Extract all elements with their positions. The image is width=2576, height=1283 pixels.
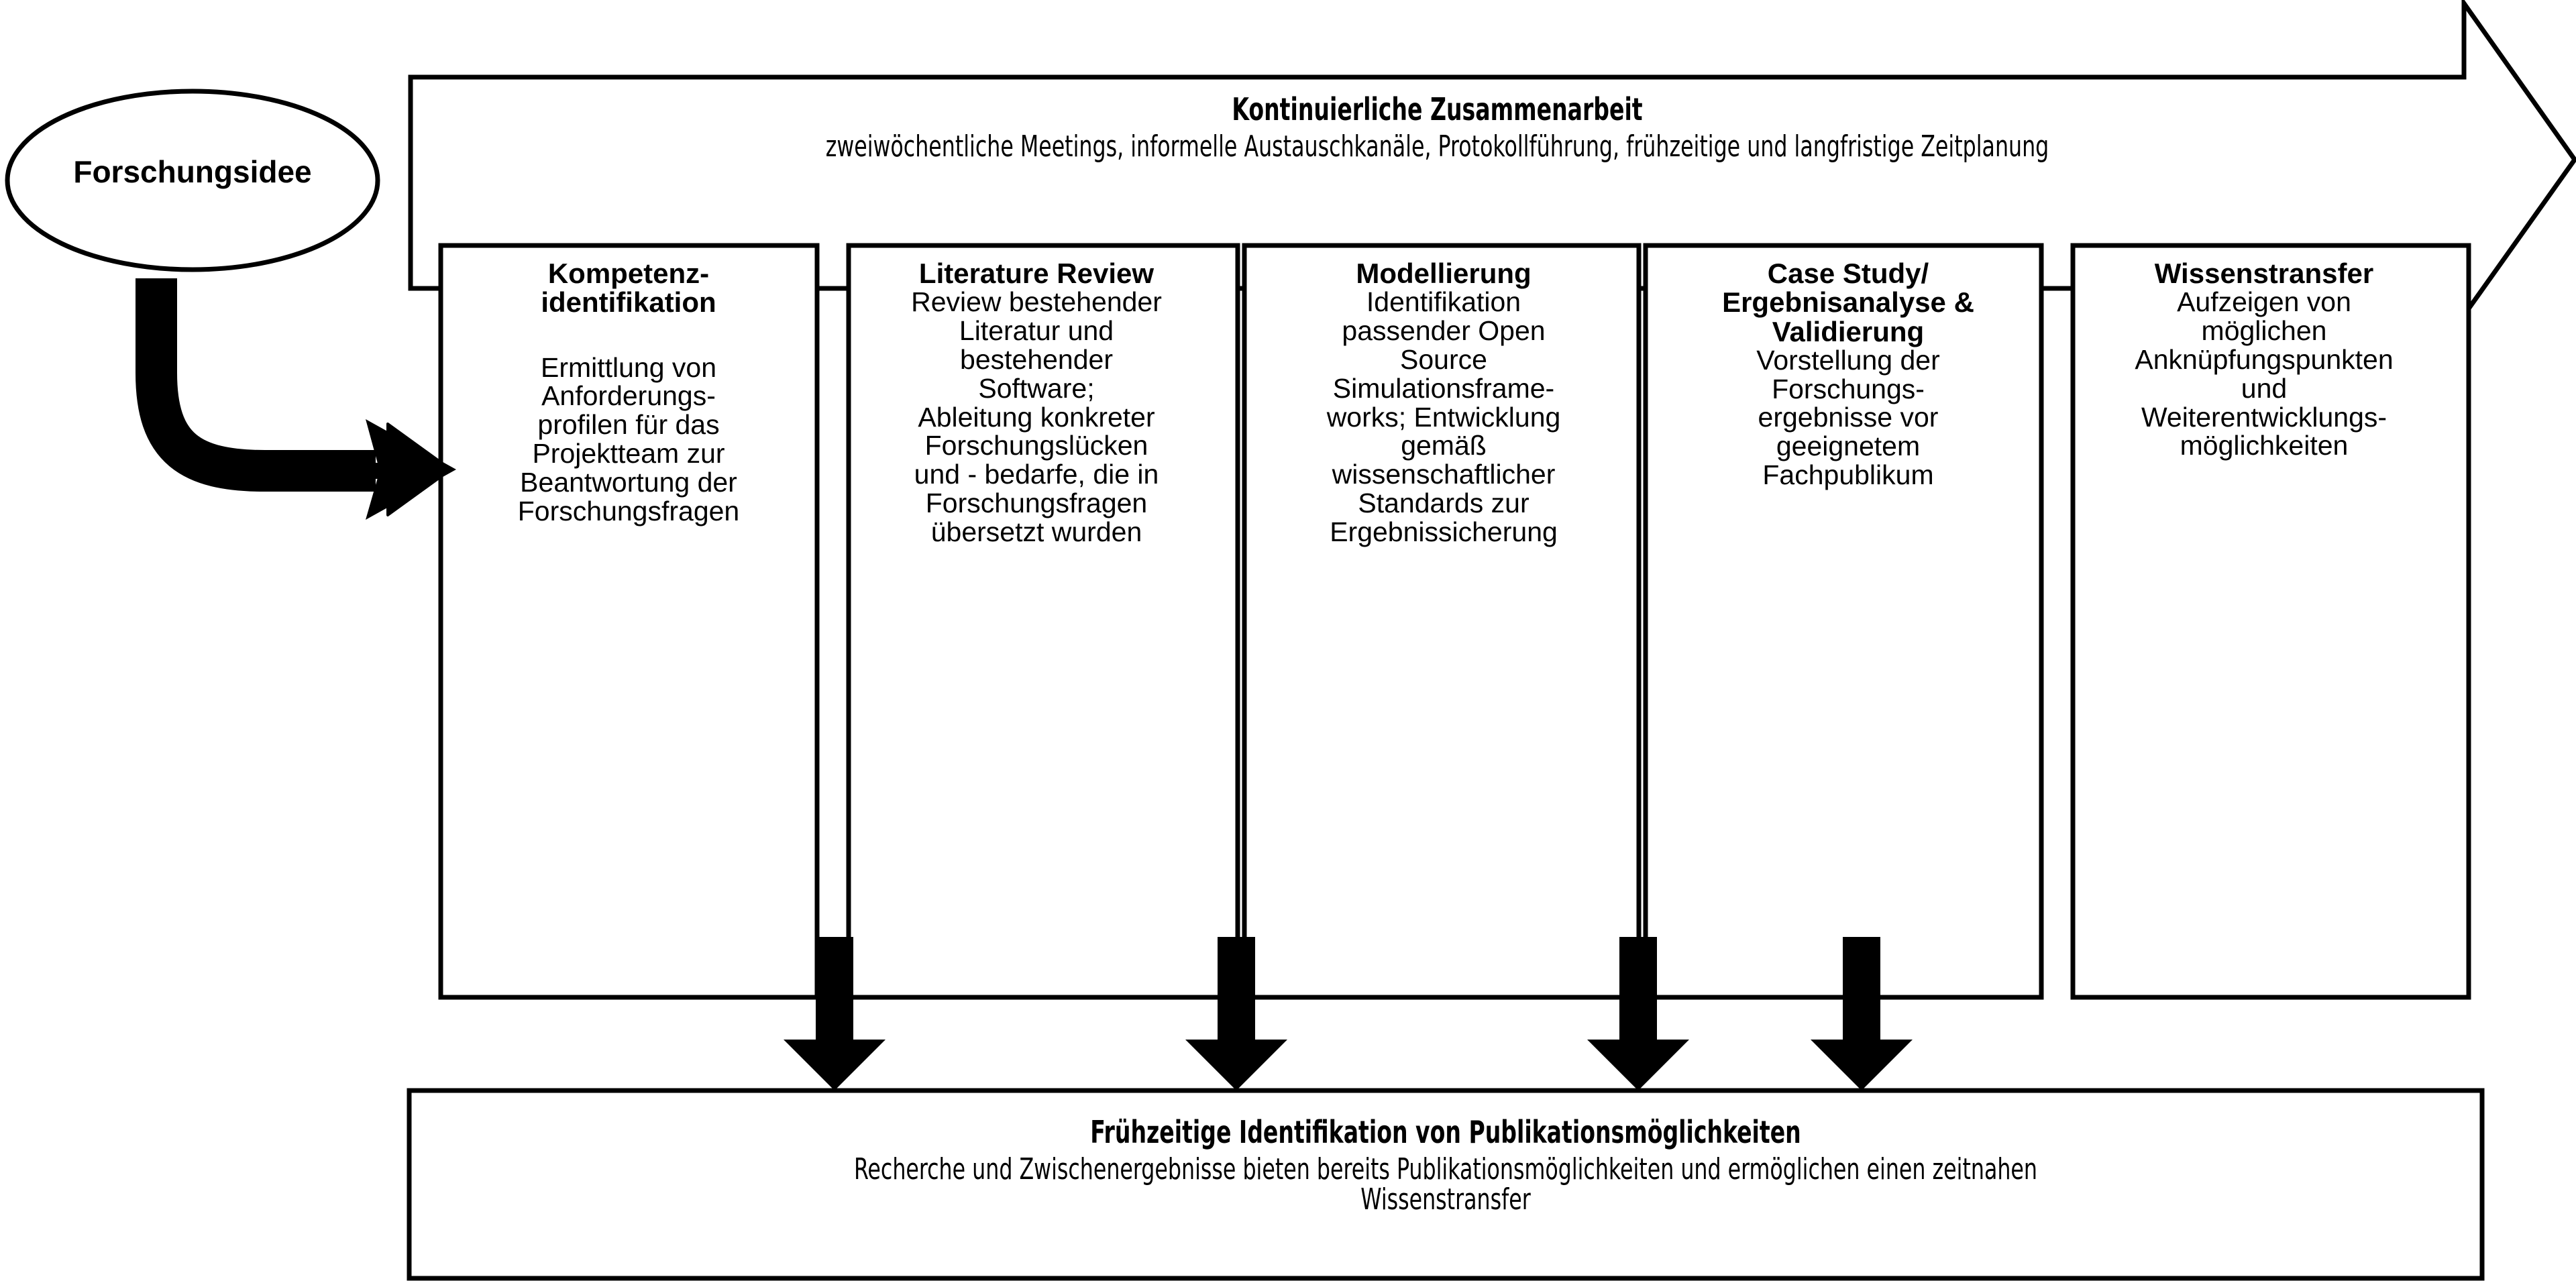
down-arrow-3: [1587, 937, 1689, 1091]
down-arrow-group: [784, 937, 1913, 1091]
stage-5-title: Wissenstransfer: [2154, 258, 2374, 289]
stage-box-1: [438, 243, 820, 1000]
stage-1-title: Kompetenz-identifikation: [541, 258, 716, 319]
down-arrow-2: [1185, 937, 1287, 1091]
stage-box-3: [1242, 243, 1642, 1000]
start-to-stage-arrowhead: [366, 419, 456, 520]
stage-4-title: Case Study/Ergebnisanalyse &Validierung: [1722, 258, 1974, 347]
start-ellipse: [5, 89, 380, 272]
start-node-label: Forschungsidee: [73, 154, 312, 189]
collaboration-banner: Kontinuierliche Zusammenarbeit zweiwöche…: [411, 94, 2464, 162]
down-arrow-1: [784, 937, 885, 1091]
collaboration-banner-title: Kontinuierliche Zusammenarbeit: [1232, 91, 1643, 127]
stage-2-title: Literature Review: [918, 258, 1155, 289]
stage-3-title: Modellierung: [1356, 258, 1532, 289]
publication-note-subtitle: Recherche und Zwischenergebnisse bieten …: [854, 1152, 2037, 1217]
stage-box-5: [2070, 243, 2471, 1000]
publication-note: Frühzeitige Identifikation von Publikati…: [416, 1117, 2475, 1215]
start-to-stage-arrow-body: [136, 278, 376, 492]
stage-box-2: [846, 243, 1240, 1000]
publication-box: [407, 1088, 2485, 1281]
stage-box-4: [1643, 243, 2044, 1000]
stage-4: Case Study/Ergebnisanalyse &Validierung …: [1650, 259, 2046, 490]
publication-note-title: Frühzeitige Identifikation von Publikati…: [1090, 1114, 1801, 1150]
collaboration-banner-subtitle: zweiwöchentliche Meetings, informelle Au…: [825, 129, 2049, 164]
down-arrow-4: [1811, 937, 1913, 1091]
